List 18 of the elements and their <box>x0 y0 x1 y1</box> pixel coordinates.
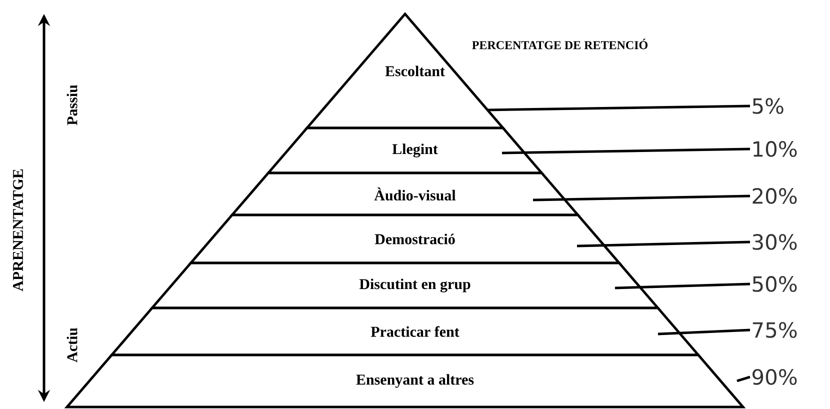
percentage-label: 30% <box>752 234 797 250</box>
leader-line <box>486 104 750 112</box>
percentage-label: 5% <box>752 98 784 114</box>
percentage-label: 20% <box>752 188 797 204</box>
axis-label: Actiu <box>66 328 78 362</box>
leader-line <box>658 328 750 336</box>
leader-line <box>502 148 750 154</box>
percentage-label: 10% <box>754 141 797 157</box>
leader-line <box>614 282 750 290</box>
leader-line <box>532 194 750 202</box>
node-label: Ensenyant a altres <box>356 374 474 388</box>
leader-line <box>576 240 750 248</box>
percentage-label: 50% <box>752 276 797 292</box>
axis-label: APRENENTATGE <box>12 169 24 292</box>
percentage-label: 90% <box>752 369 797 385</box>
percentage-label: 75% <box>752 322 797 338</box>
leader-line <box>736 376 750 382</box>
axis-label: Passiu <box>66 84 78 126</box>
